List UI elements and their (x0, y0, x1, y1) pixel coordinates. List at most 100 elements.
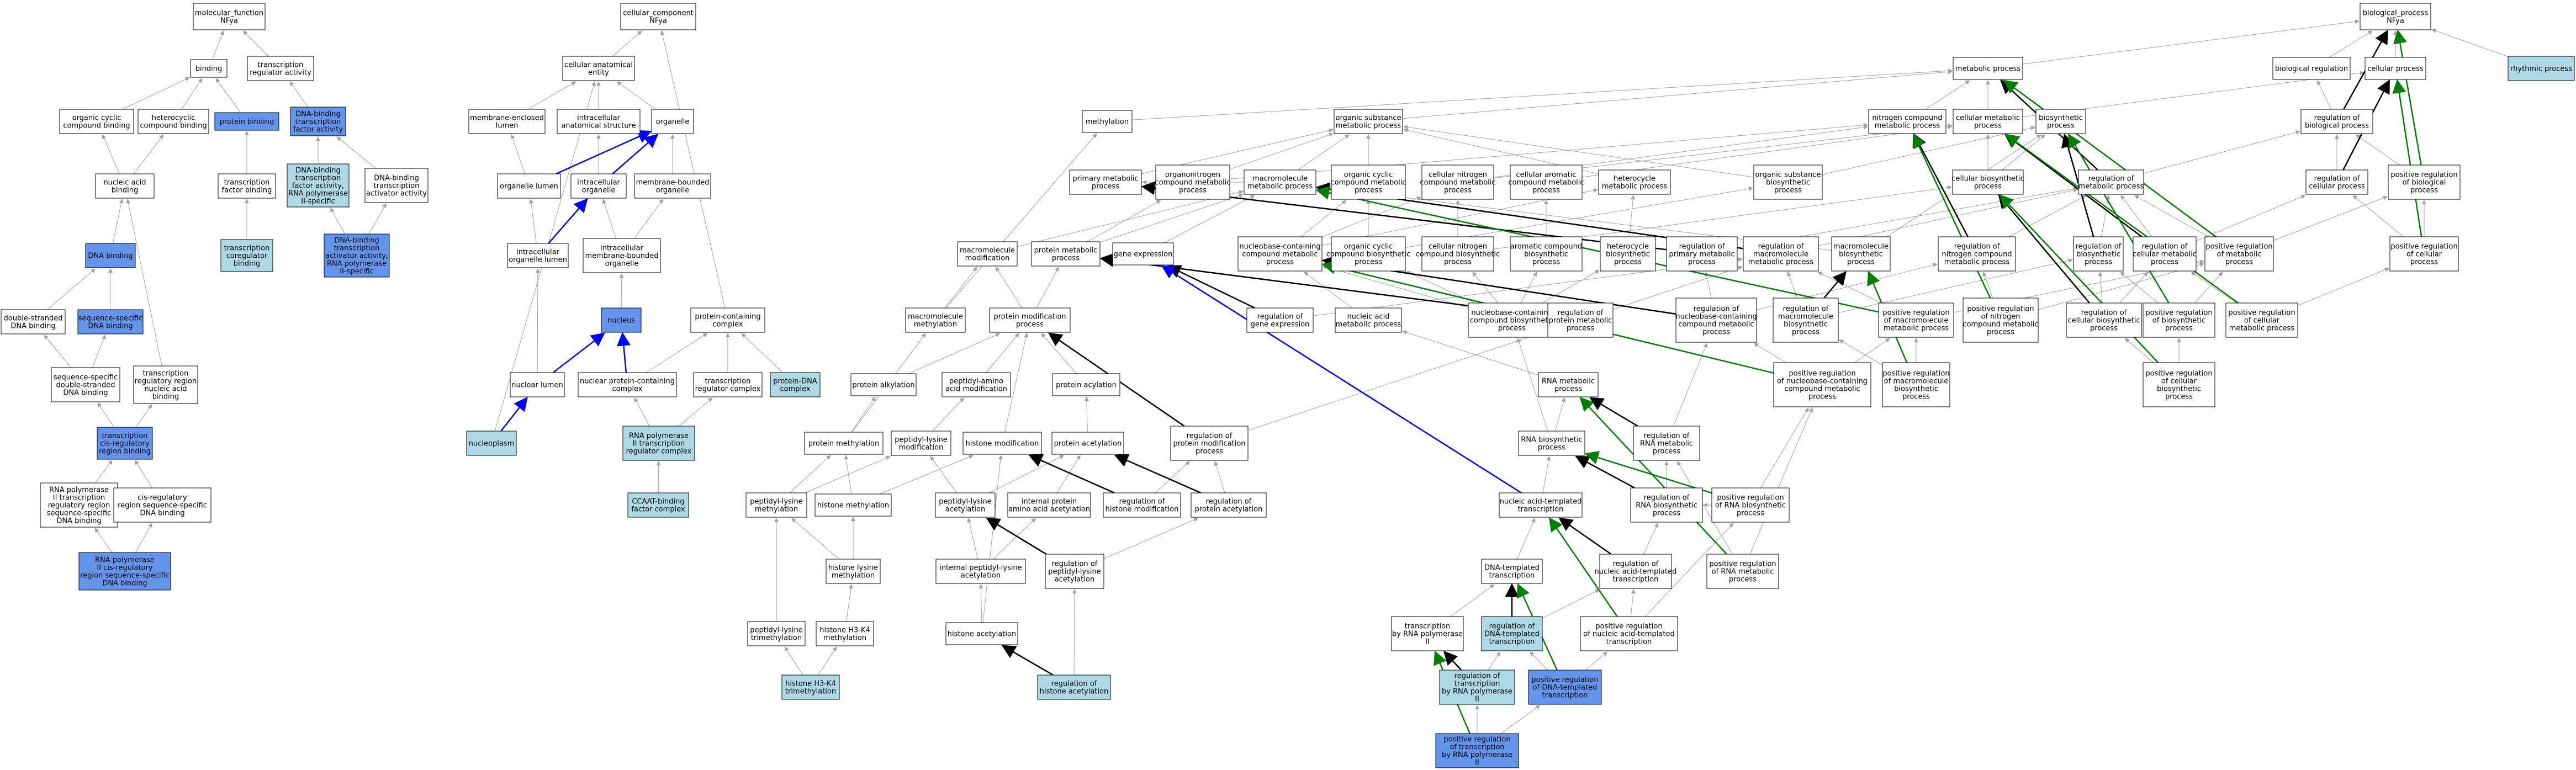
go-term-node-methylation[interactable]: methylation (1082, 110, 1133, 133)
go-term-node-bioreg[interactable]: biological regulation (2272, 57, 2351, 80)
go-term-node-nucleus[interactable]: nucleus (601, 307, 642, 333)
go-term-node-cellproc[interactable]: cellular process (2365, 57, 2426, 80)
go-term-node-protalk[interactable]: protein alkylation (850, 373, 917, 396)
go-term-node-dnab[interactable]: DNA binding (85, 243, 136, 268)
go-term-node-histmod[interactable]: histone modification (962, 432, 1042, 455)
go-term-node-histmeth[interactable]: histone methylation (814, 493, 892, 517)
go-term-node-metproc[interactable]: metabolic process (1953, 57, 2023, 80)
go-term-node-binding[interactable]: binding (190, 59, 228, 78)
go-term-node-organelle[interactable]: organelle (651, 109, 694, 134)
go-term-node-protacyl[interactable]: protein acylation (1052, 373, 1120, 396)
go-term-node-nucleoplasm[interactable]: nucleoplasm (466, 431, 517, 456)
go-term-node-histacet[interactable]: histone acetylation (945, 622, 1018, 645)
go-term-node-geneexp[interactable]: gene expression (1112, 242, 1174, 265)
go-term-node-nuclumen[interactable]: nuclear lumen (510, 372, 565, 397)
go-term-node-rmacbp[interactable]: regulation ofmacromoleculebiosyntheticpr… (1773, 298, 1839, 343)
go-term-node-rhythmic[interactable]: rhythmic process (2508, 56, 2575, 81)
go-term-node-protacet[interactable]: protein acetylation (1051, 432, 1124, 455)
